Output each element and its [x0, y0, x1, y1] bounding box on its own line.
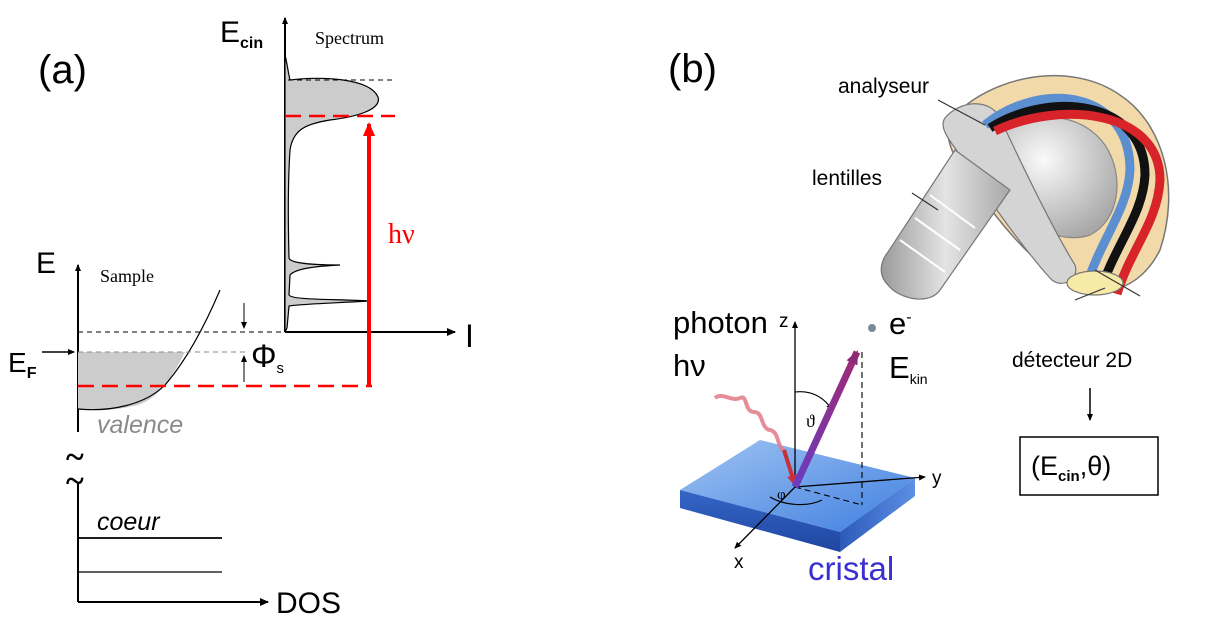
- axis-y-line: [794, 474, 926, 488]
- sample-label: Sample: [100, 266, 154, 286]
- axis-break-mark-2: ~: [66, 463, 84, 500]
- electron-label: e-: [889, 306, 912, 341]
- trajectory-blue: [982, 93, 1135, 292]
- photon-wave: [713, 394, 788, 454]
- result-box: [1019, 436, 1159, 496]
- crystal-illustration: z y x ϑ φ: [680, 311, 942, 573]
- energy-axis-label: E: [36, 247, 56, 280]
- lens-ring-1: [914, 217, 961, 251]
- cristal-label: cristal: [808, 550, 894, 587]
- analyseur-pointer: [937, 99, 986, 126]
- spectrum-label: Spectrum: [315, 28, 384, 48]
- panel-b-label: (b): [668, 47, 717, 91]
- detecteur-label: détecteur 2D: [1012, 349, 1132, 372]
- axis-z-label: z: [779, 311, 789, 332]
- photon-arrow-head: [782, 449, 797, 487]
- phi-arc: [769, 496, 823, 506]
- axis-x-line: [734, 486, 796, 549]
- result-box-text: (Ecin,θ): [1031, 451, 1111, 485]
- axis-break-mark-1: ~: [66, 439, 84, 476]
- hv-label: hν: [388, 219, 415, 250]
- ekin-label: Ekin: [889, 350, 928, 387]
- theta-label: ϑ: [806, 411, 815, 431]
- ecin-axis-label: Ecin: [220, 16, 263, 52]
- panel-a-label: (a): [38, 48, 87, 92]
- photon-label-line1: photon: [673, 305, 768, 340]
- panel-a: (a) Ecin Spectrum I hν E Sample DOS vale…: [8, 16, 474, 620]
- coeur-label: coeur: [97, 508, 161, 536]
- lentilles-label: lentilles: [812, 167, 882, 190]
- trajectory-black: [987, 101, 1150, 294]
- intensity-axis-label: I: [465, 318, 474, 354]
- crystal-front-face: [680, 490, 840, 552]
- theta-arc: [794, 391, 833, 411]
- electron-dot: [868, 324, 876, 332]
- analyseur-label: analyseur: [838, 75, 929, 98]
- detector-disc: [1066, 270, 1124, 296]
- spectrum-curve: [284, 54, 379, 333]
- valence-band-fill: [78, 352, 185, 411]
- detector-arrow-1: [1074, 287, 1106, 301]
- phi-label: Φs: [251, 338, 284, 377]
- axis-x-label: x: [734, 552, 744, 573]
- crystal-side-face: [840, 478, 915, 552]
- valence-label: valence: [97, 411, 183, 439]
- fermi-label: EF: [8, 347, 37, 382]
- phi-angle-label: φ: [777, 487, 786, 503]
- axis-y-label: y: [932, 468, 942, 489]
- dos-label: DOS: [276, 587, 341, 620]
- lentilles-pointer: [911, 192, 939, 211]
- lens-tube: [880, 149, 1011, 300]
- electron-beam: [791, 350, 861, 489]
- analyser-illustration: analyseur lentilles: [812, 74, 1170, 301]
- panel-b: (b) analyseur lentilles détecteu: [668, 47, 1170, 587]
- photon-label-line2: hν: [673, 348, 706, 383]
- projection-inplane: [794, 486, 863, 506]
- lens-ring-2: [899, 239, 946, 273]
- lens-ring-3: [929, 194, 976, 229]
- trajectory-red: [993, 109, 1165, 296]
- detector-arrow-2: [1094, 269, 1141, 297]
